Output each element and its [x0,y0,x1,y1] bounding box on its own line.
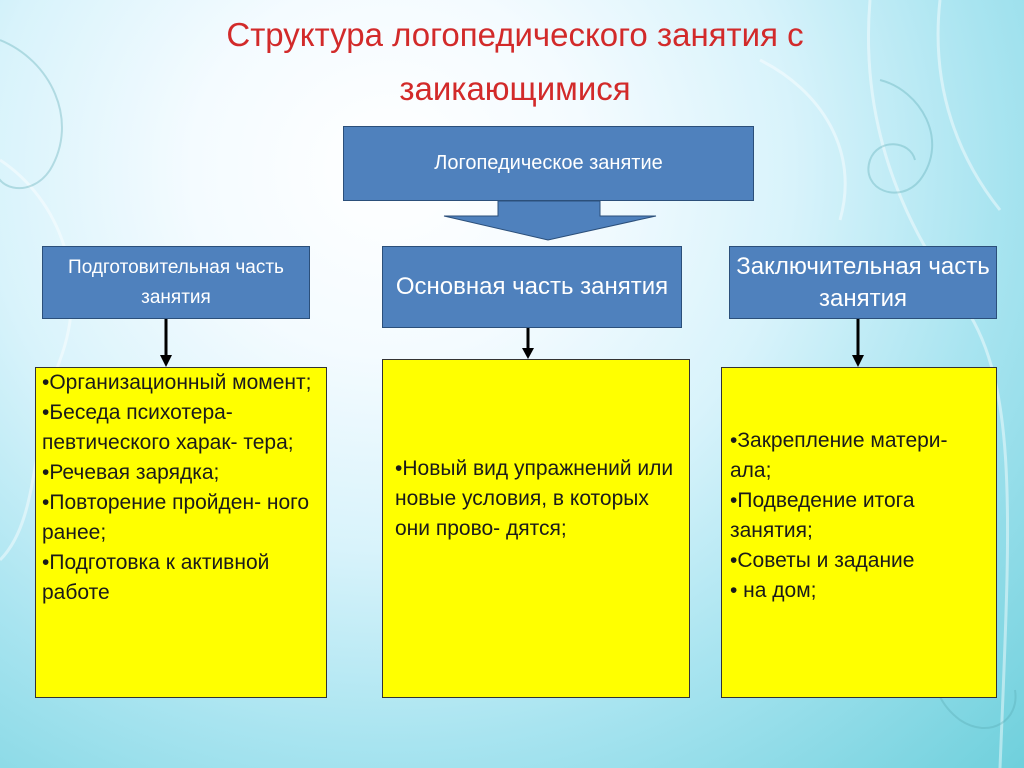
main-header-box: Основная часть занятия [382,246,682,328]
final-header-label: Заключительная часть занятия [736,252,990,312]
prep-content-box: •Организационный момент; •Беседа психоте… [35,367,327,698]
main-content-box: •Новый вид упражнений или новые условия,… [382,359,690,698]
main-header-label: Основная часть занятия [395,273,669,300]
page-title: Структура логопедического занятия с заик… [226,16,804,107]
root-box: Логопедическое занятие [343,126,754,201]
main-item: •Новый вид упражнений или новые условия,… [395,457,674,540]
prep-item: •Речевая зарядка; [42,461,220,484]
prep-item: •Организационный момент; [42,371,312,394]
prep-header-label: Подготовительная часть занятия [68,256,284,308]
prep-item: •Подготовка к активной работе [42,551,270,604]
prep-item: •Повторение пройден- ного ранее; [42,491,310,544]
final-item: • на дом; [730,579,817,602]
root-label: Логопедическое занятие [434,152,663,174]
final-content-box: •Закрепление матери- ала; •Подведение ит… [721,367,997,698]
final-item: •Закрепление матери- ала; [730,429,948,482]
prep-item: •Беседа психотера- певтического харак- т… [42,401,294,454]
final-header-box: Заключительная часть занятия [729,246,997,319]
final-item: •Подведение итога занятия; [730,489,915,542]
final-item: •Советы и задание [730,549,915,572]
prep-header-box: Подготовительная часть занятия [42,246,310,319]
